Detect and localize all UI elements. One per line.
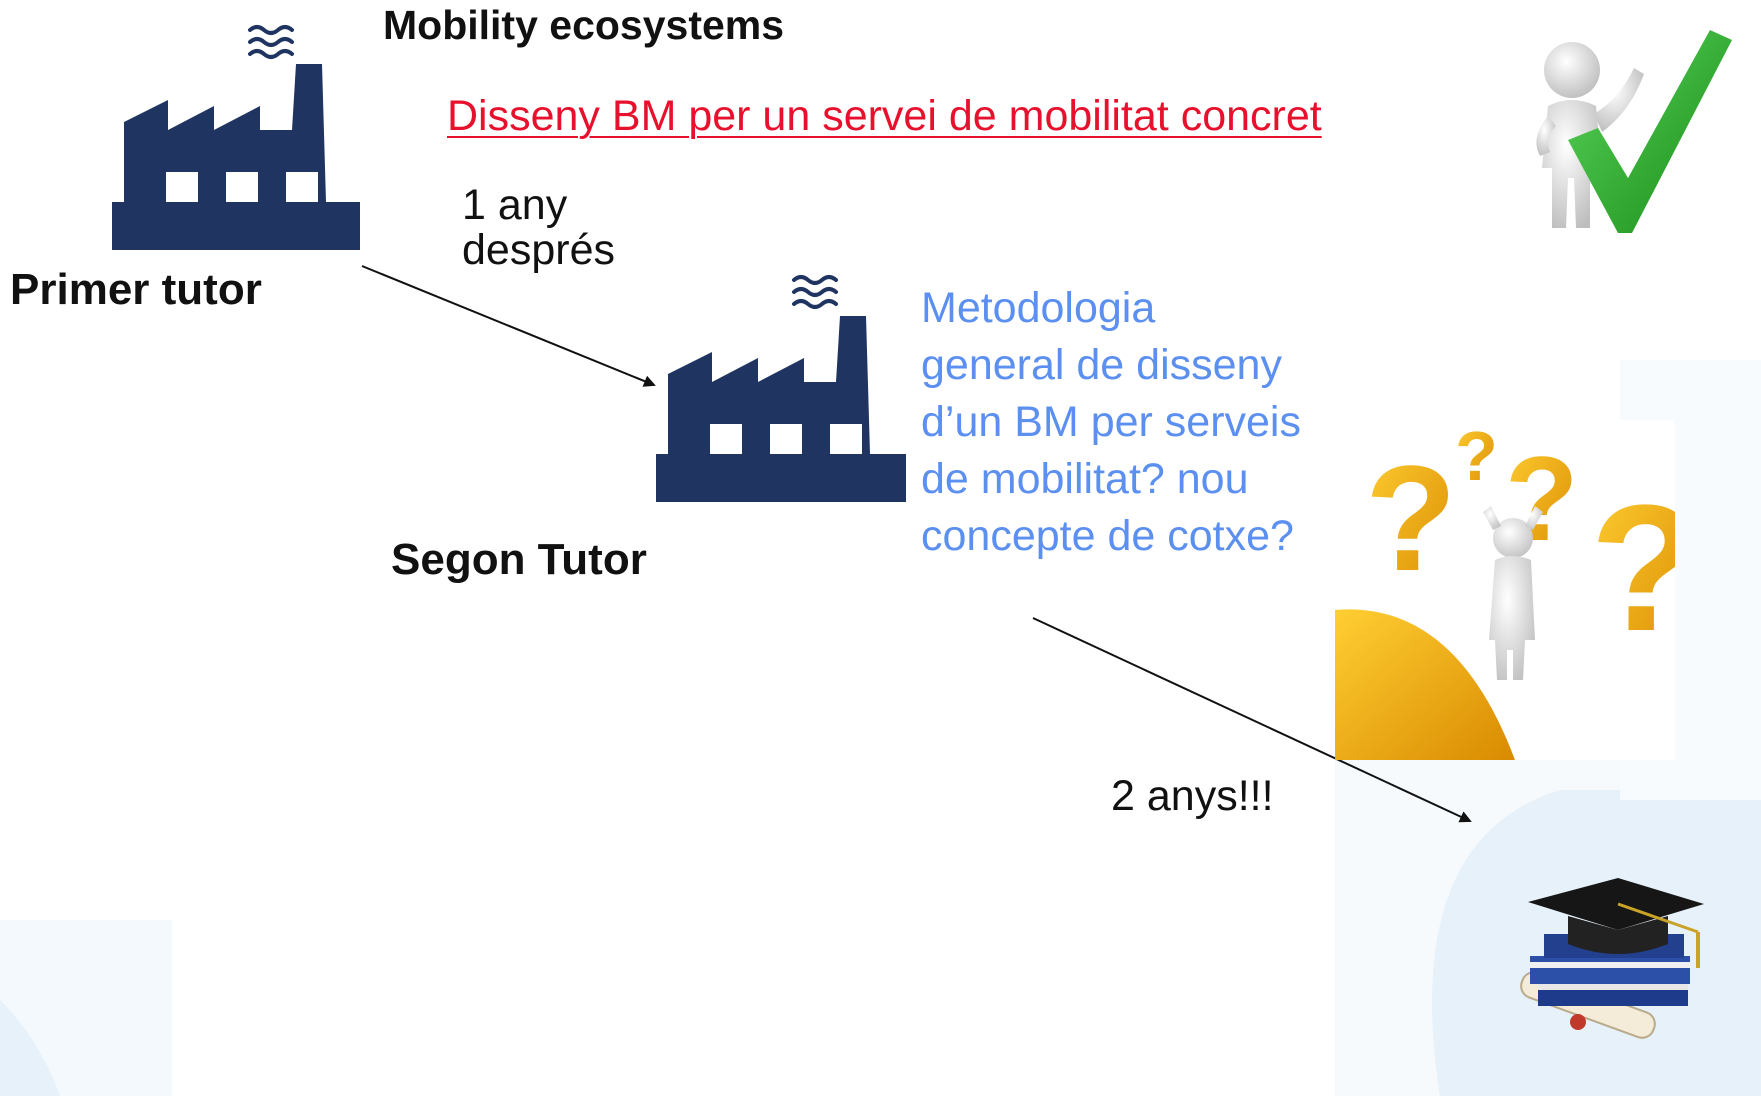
time-gap-1-line-2: després	[462, 226, 615, 274]
red-link-text: Disseny BM per un servei de mobilitat co…	[447, 92, 1322, 140]
graduation-cap-books-diploma-icon	[1508, 872, 1708, 1077]
methodology-line: de mobilitat? nou	[921, 455, 1249, 503]
svg-text:?: ?	[1590, 468, 1675, 669]
first-tutor-label: Primer tutor	[10, 265, 262, 314]
time-gap-2: 2 anys!!!	[1111, 772, 1274, 820]
methodology-line: concepte de cotxe?	[921, 512, 1294, 560]
time-gap-1: 1 any després	[462, 183, 615, 273]
methodology-line: general de disseny	[921, 341, 1282, 389]
person-with-checkmark-icon	[1510, 28, 1735, 248]
svg-text:?: ?	[1455, 420, 1498, 495]
arrow-first-to-second	[361, 265, 656, 387]
methodology-line: d’un BM per serveis	[921, 398, 1301, 446]
diagram-heading: Mobility ecosystems	[383, 2, 785, 48]
arrow-second-to-graduation	[1032, 617, 1472, 823]
factory-icon	[656, 262, 908, 502]
second-tutor-label: Segon Tutor	[391, 535, 647, 584]
methodology-question: Metodologia general de disseny d’un BM p…	[921, 280, 1361, 565]
svg-text:?: ?	[1365, 434, 1457, 602]
methodology-line: Metodologia	[921, 284, 1156, 332]
time-gap-1-line-1: 1 any	[462, 181, 568, 229]
factory-icon	[112, 12, 364, 250]
confused-person-with-question-marks-icon: ? ? ? ?	[1335, 417, 1700, 765]
